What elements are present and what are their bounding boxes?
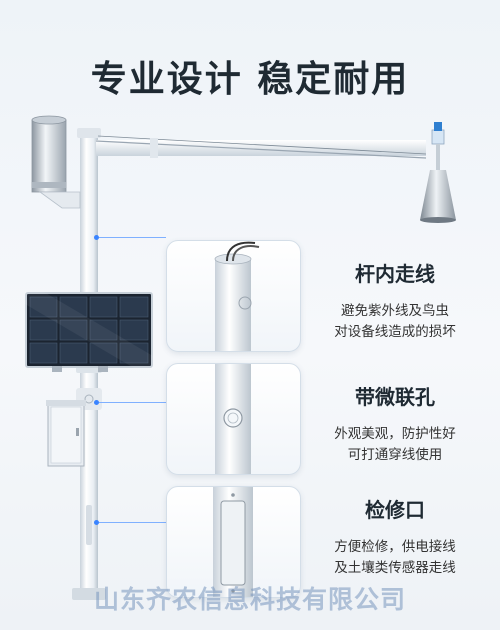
feature-wiring: 杆内走线 避免紫外线及鸟虫 对设备线造成的损坏 xyxy=(305,258,485,343)
callout-dot-2 xyxy=(94,400,99,405)
callout-dot-3 xyxy=(94,520,99,525)
detail-panel-wiring xyxy=(166,240,301,352)
feature-desc-line2: 可打通穿线使用 xyxy=(347,447,443,463)
feature-port: 检修口 方便检修，供电接线 及土壤类传感器走线 xyxy=(305,494,485,579)
callout-line-3 xyxy=(99,522,166,523)
control-box xyxy=(46,400,86,467)
radar-sensor xyxy=(420,122,456,223)
feature-desc-line2: 及土壤类传感器走线 xyxy=(334,560,456,576)
feature-desc-line1: 避免紫外线及鸟虫 xyxy=(341,303,449,319)
callout-line-1 xyxy=(99,237,166,238)
feature-desc-line2: 对设备线造成的损坏 xyxy=(334,324,456,340)
feature-title: 杆内走线 xyxy=(355,262,435,286)
cross-arm xyxy=(95,135,427,159)
feature-desc-line1: 外观美观，防护性好 xyxy=(334,426,456,442)
feature-title: 检修口 xyxy=(365,498,425,522)
callout-dot-1 xyxy=(94,235,99,240)
detail-panel-hole xyxy=(166,363,301,475)
feature-desc-line1: 方便检修，供电接线 xyxy=(334,539,456,555)
feature-title: 带微联孔 xyxy=(355,385,435,409)
rain-gauge xyxy=(31,115,81,209)
page-title: 专业设计 稳定耐用 xyxy=(90,59,410,100)
company-watermark: 山东齐农信息科技有限公司 xyxy=(93,585,406,614)
solar-panel xyxy=(20,284,158,376)
callout-line-2 xyxy=(99,402,166,403)
detail-panel-port xyxy=(166,486,301,598)
feature-hole: 带微联孔 外观美观，防护性好 可打通穿线使用 xyxy=(305,381,485,466)
